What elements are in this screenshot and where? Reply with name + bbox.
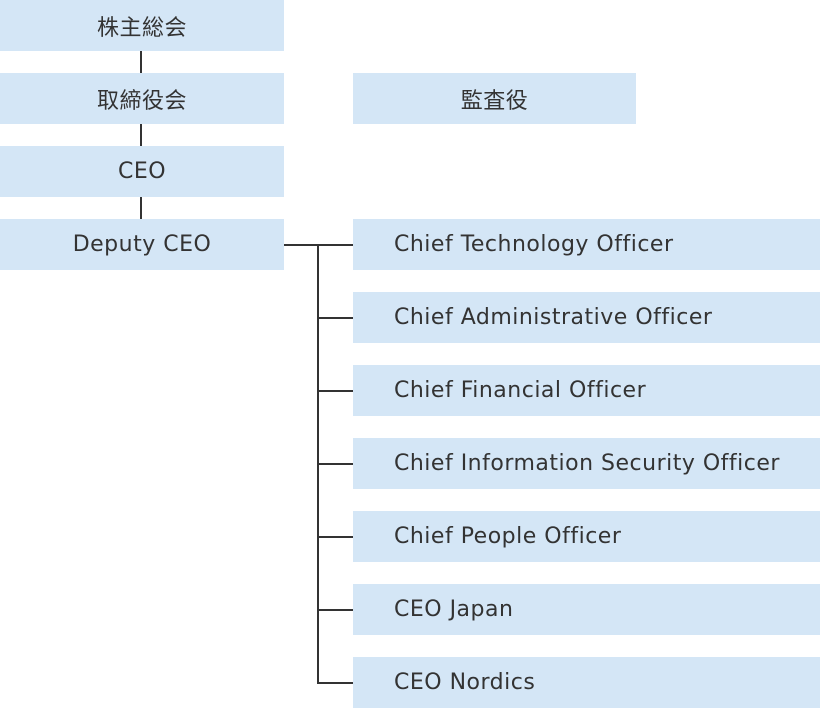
connector (140, 51, 142, 73)
node-board-of-directors: 取締役会 (0, 73, 284, 124)
node-label: Chief Financial Officer (394, 378, 647, 403)
node-label: Chief Information Security Officer (394, 451, 780, 476)
node-label: CEO Japan (394, 597, 514, 622)
connector (317, 390, 353, 392)
node-deputy-ceo: Deputy CEO (0, 219, 284, 270)
node-ceo-nordics: CEO Nordics (353, 657, 820, 708)
connector (317, 463, 353, 465)
node-label: Chief Administrative Officer (394, 305, 713, 330)
connector (317, 682, 353, 684)
node-label: CEO (117, 159, 167, 184)
node-auditor: 監査役 (353, 73, 636, 124)
node-label: Chief Technology Officer (394, 232, 674, 257)
node-cto: Chief Technology Officer (353, 219, 820, 270)
node-shareholders-meeting: 株主総会 (0, 0, 284, 51)
node-label: 取締役会 (96, 88, 187, 114)
node-ciso: Chief Information Security Officer (353, 438, 820, 489)
connector (140, 124, 142, 146)
node-ceo: CEO (0, 146, 284, 197)
connector (317, 317, 353, 319)
node-label: 株主総会 (96, 15, 187, 41)
node-label: Chief People Officer (394, 524, 622, 549)
node-cao: Chief Administrative Officer (353, 292, 820, 343)
node-label: CEO Nordics (394, 670, 536, 695)
node-ceo-japan: CEO Japan (353, 584, 820, 635)
connector (317, 609, 353, 611)
node-cfo: Chief Financial Officer (353, 365, 820, 416)
node-cpo: Chief People Officer (353, 511, 820, 562)
connector (140, 197, 142, 219)
node-label: 監査役 (460, 88, 529, 114)
connector (317, 536, 353, 538)
node-label: Deputy CEO (72, 232, 212, 257)
